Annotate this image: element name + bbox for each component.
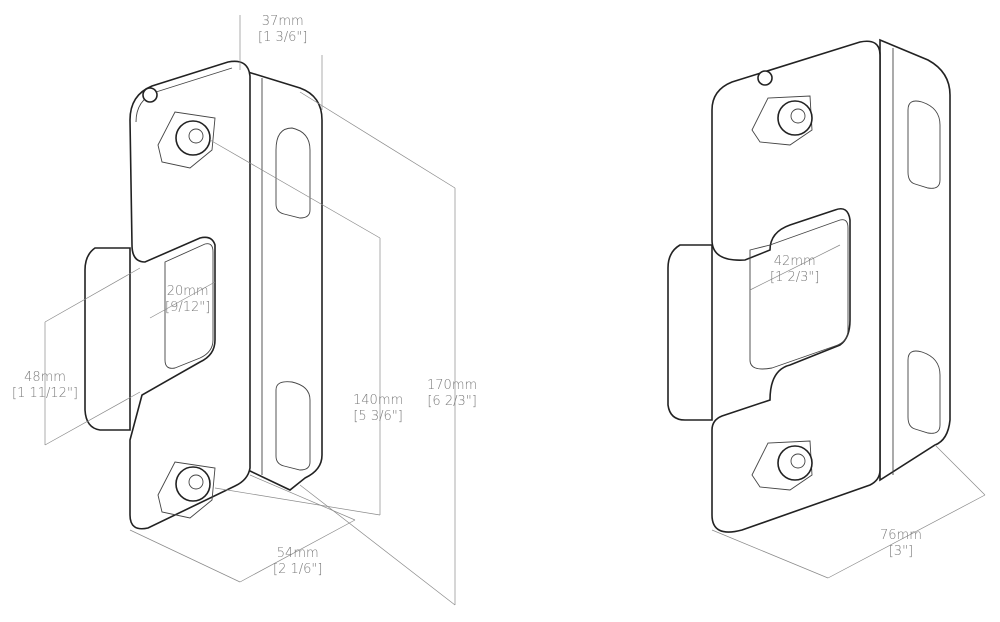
dim-plate-width: 54mm [2 1/6"] [273, 546, 322, 578]
dim-inch: [1 2/3"] [770, 270, 820, 285]
dim-mm: 140mm [353, 393, 404, 408]
dim-inch: [9/12"] [165, 300, 211, 315]
dim-mm: 170mm [427, 378, 478, 393]
dim-window-width: 20mm [9/12"] [165, 284, 210, 316]
dim-hole-spacing: 140mm [5 3/6"] [353, 393, 403, 425]
dim-mm: 37mm [261, 14, 304, 29]
dim-tab-height: 48mm [1 11/12"] [12, 370, 78, 402]
left-bracket [84, 60, 323, 530]
dim-inch: [1 3/6"] [258, 30, 308, 45]
dim-mm: 48mm [24, 370, 66, 385]
dim-mm: 54mm [276, 546, 319, 561]
dim-inch: [2 1/6"] [273, 562, 323, 577]
dim-mm: 20mm [166, 284, 209, 299]
dim-right-window-width: 42mm [1 2/3"] [770, 254, 819, 286]
dim-overall-height: 170mm [6 2/3"] [427, 378, 477, 410]
dim-inch: [5 3/6"] [353, 409, 403, 424]
left-dimension-lines [44, 15, 456, 606]
dim-inch: [6 2/3"] [427, 394, 477, 409]
dim-mm: 42mm [773, 254, 816, 269]
dim-mm: 76mm [880, 528, 922, 543]
dim-inch: [1 11/12"] [12, 386, 78, 401]
dim-flange-width: 37mm [1 3/6"] [258, 14, 307, 46]
dim-inch: [3"] [888, 544, 914, 559]
right-bracket [667, 38, 951, 533]
dim-right-overall-width: 76mm [3"] [880, 528, 922, 560]
right-dimension-lines [711, 244, 986, 579]
